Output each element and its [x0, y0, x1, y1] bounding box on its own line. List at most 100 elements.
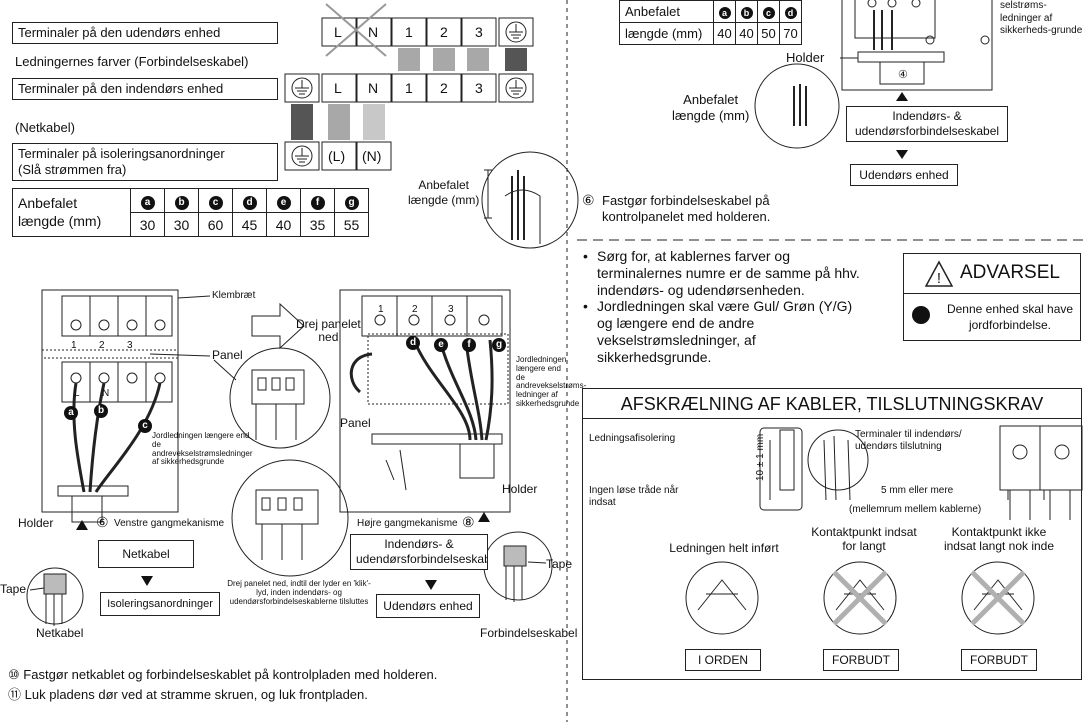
length-table-label-2: længde (mm)	[18, 212, 102, 229]
left-marker-c: c	[138, 419, 152, 433]
click-note: Drej panelet ned, indtil der lyder en 'k…	[227, 579, 371, 606]
terminals-label: Terminaler til indendørs/ udendørs tilsl…	[855, 429, 962, 452]
left-netkabel-caption: Netkabel	[36, 626, 84, 640]
verdict-prohibited-2: FORBUDT	[961, 649, 1037, 671]
right-terminal-number-2: 2	[412, 304, 418, 315]
step-10-text: Fastgør netkablet og forbindelseskablet …	[23, 667, 438, 682]
tr-value-a: 40	[713, 22, 736, 45]
indoor-terminal-strip	[284, 73, 534, 103]
step-11-number: ⑪	[8, 687, 22, 702]
length-value-g: 55	[334, 212, 369, 237]
left-panel-label: Panel	[212, 348, 243, 362]
left-tape-label: Tape	[0, 582, 27, 596]
isolation-terminal-strip	[284, 141, 392, 171]
note-colors: Sørg for, at kablernes farver og termina…	[581, 248, 866, 298]
top-right-flow-arrows	[896, 92, 908, 159]
tr-circle-4: ④	[898, 69, 908, 81]
tr-step6-line2: kontrolpanelet med holderen.	[602, 209, 771, 225]
tr-value-d: 70	[779, 22, 802, 45]
isolation-terminal-label: Terminaler på isoleringsanordninger (Slå…	[12, 143, 278, 181]
length-value-f: 35	[300, 212, 335, 237]
isolation-terminal-line2: (Slå strømmen fra)	[18, 161, 127, 177]
tr-table-label-1: Anbefalet	[619, 0, 714, 23]
left-tape-detail	[26, 567, 84, 626]
indoor-terminal-1: 1	[405, 80, 413, 96]
indoor-terminal-2: 2	[440, 80, 448, 96]
right-tape-detail	[483, 531, 553, 602]
power-color-blocks	[291, 104, 385, 140]
outdoor-terminal-N: N	[368, 24, 379, 40]
tr-connection-box: Indendørs- & udendørsforbindelseskabel	[846, 106, 1008, 142]
warning-text: Denne enhed skal have jordforbindelse.	[946, 302, 1074, 332]
left-holder-label: Holder	[18, 516, 54, 530]
turn-panel-line1: Drej panelet	[296, 317, 361, 331]
outdoor-terminal-3: 3	[475, 24, 483, 40]
verdict-prohibited-1: FORBUDT	[823, 649, 899, 671]
right-terminal-number-1: 1	[378, 304, 384, 315]
left-terminal-number-2: 2	[99, 340, 105, 351]
warning-title: ADVARSEL	[960, 262, 1060, 283]
outdoor-terminal-1: 1	[405, 24, 413, 40]
tr-connection-line1: Indendørs- &	[892, 109, 962, 123]
tr-step6-text: Fastgør forbindelseskabel på kontrolpane…	[602, 193, 770, 226]
right-marker-f: f	[462, 338, 476, 352]
isolation-box: Isoleringsanordninger	[100, 592, 220, 616]
outdoor-terminal-label: Terminaler på den udendørs enhed	[12, 22, 278, 44]
marker-f: f	[310, 195, 325, 210]
outdoor-terminal-2: 2	[440, 24, 448, 40]
tr-strip-label: Anbefalet længde (mm)	[672, 92, 749, 125]
right-marker-g: g	[492, 338, 506, 352]
tr-table-label-2: længde (mm)	[619, 22, 714, 45]
left-marker-b: b	[94, 404, 108, 418]
tr-marker-b: b	[740, 7, 753, 19]
step-10-number: ⑩	[8, 667, 20, 682]
length-value-d: 45	[232, 212, 267, 237]
isolation-terminal-N: (N)	[362, 148, 382, 164]
marker-d: d	[242, 195, 257, 210]
tr-outdoor-box: Udendørs enhed	[850, 164, 958, 186]
step-11-text: Luk pladens dør ved at stramme skruen, o…	[24, 687, 368, 702]
right-flow-arrows	[425, 512, 490, 590]
marker-e: e	[276, 195, 291, 210]
length-value-a: 30	[130, 212, 165, 237]
wiring-notes: Sørg for, at kablernes farver og termina…	[581, 248, 866, 366]
warning-triangle-icon: !	[924, 260, 954, 287]
left-route-label: Venstre gangmekanisme	[114, 518, 225, 529]
tr-value-c: 50	[757, 22, 780, 45]
right-route-label: Højre gangmekanisme	[357, 518, 458, 529]
isolation-terminal-L: (L)	[328, 148, 346, 164]
right-unit	[339, 289, 511, 513]
svg-text:!: !	[937, 270, 941, 287]
prohibited-cross-marks	[832, 570, 1026, 626]
warning-header: ! ADVARSEL	[904, 254, 1080, 294]
right-circle-8: ⑧	[462, 514, 475, 530]
outdoor-terminal-L: L	[334, 24, 342, 40]
klembraet-label: Klembræt	[212, 290, 256, 301]
left-zoom-detail	[213, 347, 349, 577]
tr-strip-label-2: længde (mm)	[672, 108, 750, 124]
requirements-panel: AFSKRÆLNING AF KABLER, TILSLUTNINGSKRAV …	[582, 388, 1082, 680]
length-table-label: Anbefalet længde (mm)	[12, 188, 131, 237]
right-holder-label: Holder	[502, 482, 538, 496]
wire-strip-illustration	[481, 151, 579, 249]
tr-side-note: selstrøms-ledninger af sikkerheds-grunde	[1000, 0, 1083, 36]
strip-length-label-1: Anbefalet	[418, 178, 470, 192]
tr-marker-a: a	[718, 7, 731, 19]
netkabel-box: Netkabel	[98, 540, 194, 568]
case-ok-caption: Ledningen helt inført	[669, 541, 779, 555]
marker-c: c	[208, 195, 223, 210]
tr-marker-c: c	[762, 7, 775, 19]
distance-label: 5 mm eller mere	[881, 485, 954, 496]
length-table: Anbefalet længde (mm) a b c d e f g 30 3…	[12, 188, 369, 237]
strip-length-label: Anbefalet længde (mm)	[408, 178, 479, 208]
top-right-unit	[754, 0, 993, 149]
indoor-terminal-label: Terminaler på den indendørs enhed	[12, 78, 278, 100]
tr-value-b: 40	[735, 22, 758, 45]
tr-strip-label-1: Anbefalet	[683, 92, 739, 107]
left-terminal-number-3: 3	[127, 340, 133, 351]
right-marker-e: e	[434, 338, 448, 352]
right-marker-d: d	[406, 336, 420, 350]
case-too-long-caption: Kontaktpunkt indsat for langt	[811, 525, 917, 554]
step-11: ⑪ Luk pladens dør ved at stramme skruen,…	[8, 687, 368, 703]
tr-step6-line1: Fastgør forbindelseskabel på	[602, 193, 770, 208]
